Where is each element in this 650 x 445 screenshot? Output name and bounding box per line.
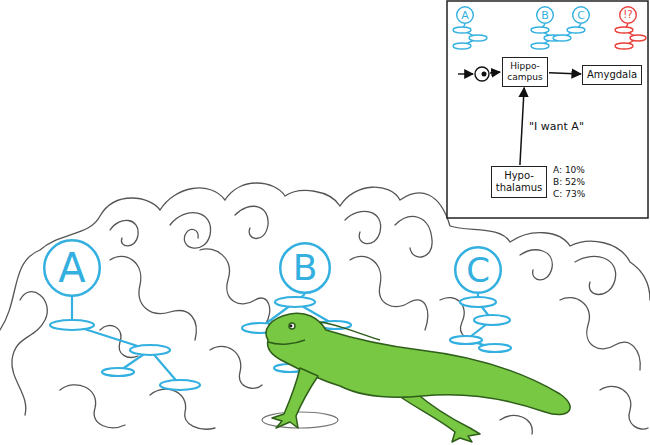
brain-fold <box>200 249 270 325</box>
tree-node <box>102 368 134 376</box>
tree-node <box>474 315 510 325</box>
brain-fold <box>12 292 47 415</box>
arrow-connector <box>520 88 524 165</box>
inset-panel <box>447 1 648 218</box>
brain-fold <box>560 298 640 370</box>
process-box: Amygdala <box>582 65 642 85</box>
circle-letter: !? <box>623 10 632 20</box>
tree-node <box>130 345 170 355</box>
tree-node <box>553 35 571 41</box>
lizard <box>266 313 570 442</box>
circle-outline <box>280 243 330 293</box>
brain-fold <box>110 256 196 340</box>
brain-fold <box>60 385 125 428</box>
circle-letter: A <box>461 10 469 21</box>
inset-trees <box>453 24 585 49</box>
circle-outline <box>537 7 554 24</box>
circle-outline <box>44 240 100 296</box>
tree-node <box>453 27 471 33</box>
circle-letter: C <box>466 253 490 287</box>
memory-circle: B <box>279 242 331 294</box>
process-box: Hypo- thalamus <box>491 166 547 198</box>
eye-icon <box>458 67 500 81</box>
tree-branches <box>72 296 180 385</box>
lizard-shadow <box>262 412 338 428</box>
brain-fold <box>350 256 428 330</box>
lizard-eye <box>289 323 295 329</box>
circle-letter: B <box>541 10 549 21</box>
tree-node <box>630 35 646 41</box>
brain-fold <box>210 346 262 388</box>
process-box: Hippo- campus <box>502 57 548 87</box>
lizard-front-leg <box>272 368 318 428</box>
circle-letter: C <box>577 10 585 21</box>
memory-circle: A <box>456 6 474 24</box>
tree-node <box>531 27 549 33</box>
eye-arrow <box>490 72 500 73</box>
input-arrow <box>458 73 473 74</box>
brain-fold <box>150 389 215 429</box>
brain-fold <box>575 256 616 294</box>
percentage-note: C: 73% <box>553 189 585 199</box>
circle-outline <box>620 7 637 24</box>
memory-circle: C <box>454 246 502 294</box>
tree-branches <box>462 24 581 46</box>
brain-fold <box>500 416 532 434</box>
tree-node <box>460 297 496 307</box>
tree-node <box>50 320 94 330</box>
tree-node <box>531 43 549 49</box>
brain-fold <box>600 386 648 429</box>
alarm-circle: !? <box>619 6 637 24</box>
circle-outline <box>573 7 590 24</box>
lizard-crest <box>320 322 380 340</box>
tree-node <box>615 43 633 49</box>
tree-node <box>479 344 511 352</box>
tree-node <box>567 27 585 33</box>
circle-letter: B <box>293 250 318 286</box>
circle-outline <box>457 7 474 24</box>
tree-node <box>160 380 200 390</box>
eye <box>475 67 489 81</box>
percentage-note: B: 52% <box>553 177 585 187</box>
tree-node <box>615 27 633 33</box>
lizard-mouth <box>268 340 305 344</box>
memory-circle: B <box>536 6 554 24</box>
box-label: Hypo- thalamus <box>496 170 543 194</box>
brain-fold <box>520 250 552 280</box>
brain-fold <box>110 220 138 246</box>
brain-fold <box>170 213 211 249</box>
brain-fold <box>235 206 268 238</box>
box-label: Amygdala <box>587 69 637 81</box>
arrow-connector <box>549 73 581 74</box>
brain-fold <box>345 211 381 243</box>
lizard-back-leg <box>402 392 480 442</box>
tree-node <box>450 336 482 344</box>
edge-label: "I want A" <box>527 120 586 133</box>
brain-folds <box>0 183 650 434</box>
memory-circle: A <box>43 239 101 297</box>
eye-pupil <box>482 72 487 77</box>
circle-outline <box>455 247 501 293</box>
tree-node <box>469 35 487 41</box>
circle-letter: A <box>58 248 85 288</box>
box-label: Hippo- campus <box>507 61 543 83</box>
inset-red-tree <box>615 24 646 49</box>
memory-circle: C <box>572 6 590 24</box>
lizard-body <box>266 313 570 414</box>
lizard-pupil <box>290 325 293 328</box>
percentage-note: A: 10% <box>553 165 585 175</box>
tree-node <box>275 297 315 307</box>
brain-fold <box>395 217 432 257</box>
tree-node <box>453 43 471 49</box>
